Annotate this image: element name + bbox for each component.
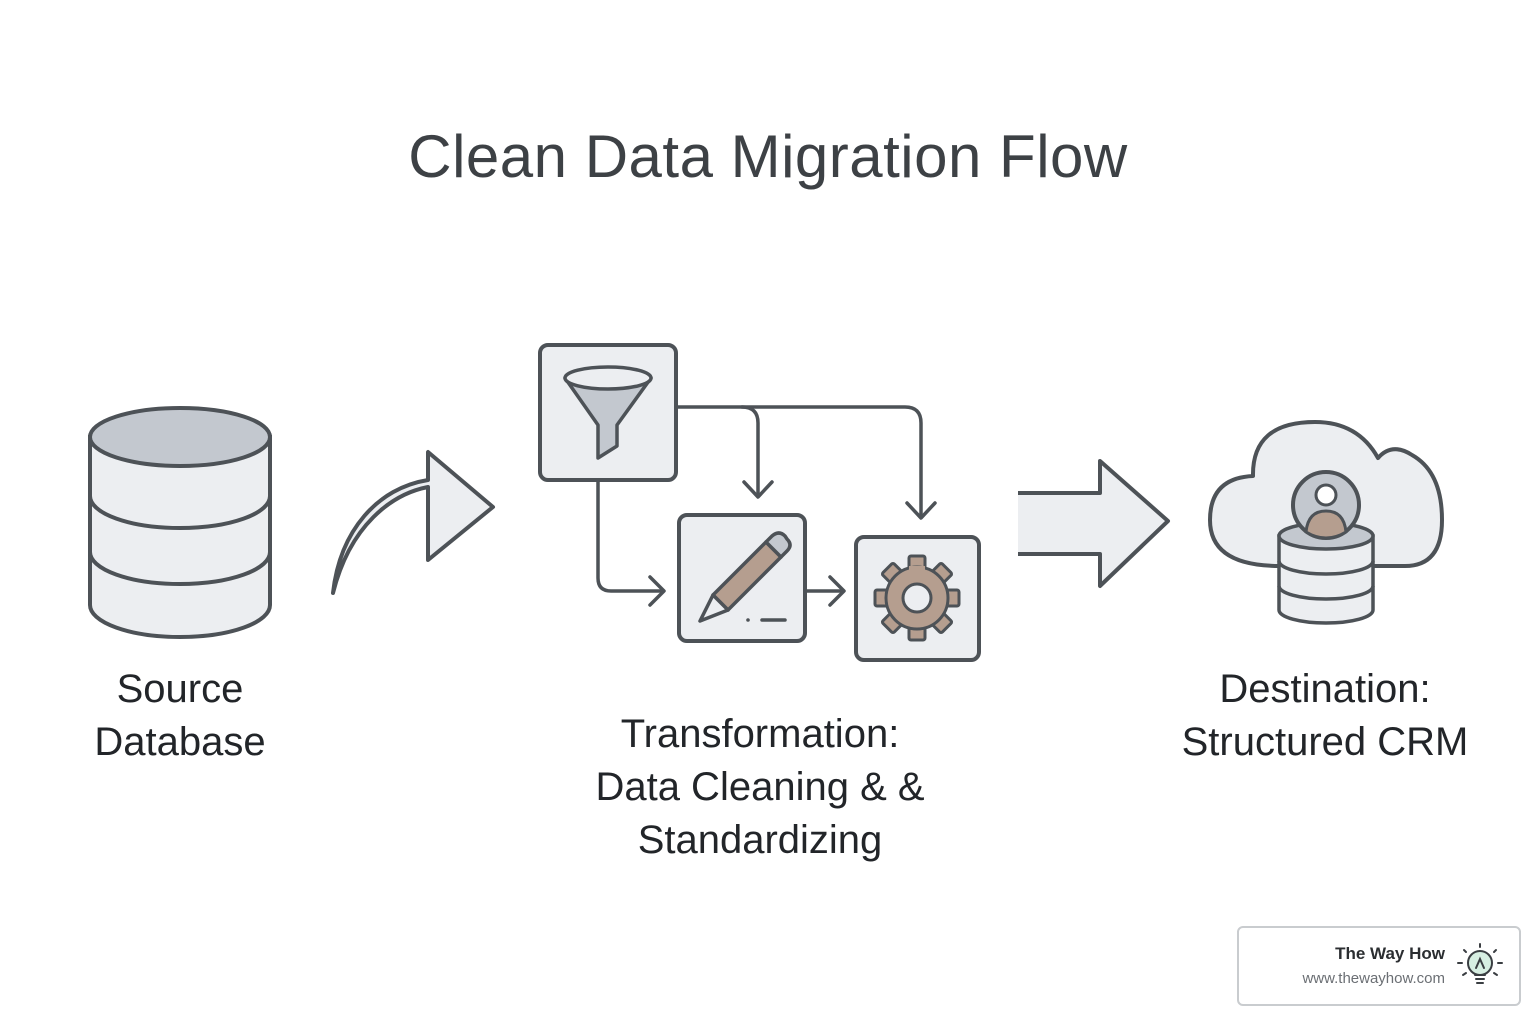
settings-box [854,535,981,662]
page-title: Clean Data Migration Flow [408,123,1128,190]
watermark-url: www.thewayhow.com [1302,970,1445,987]
edit-box [677,513,807,643]
destination-label: Destination: Structured CRM [1181,667,1469,764]
pencil-icon [698,531,792,623]
right-arrow-icon [1018,459,1170,588]
transformation-label: Transformation: Data Cleaning & & Standa… [595,712,925,862]
curved-arrow-icon [331,450,495,595]
watermark-badge: The Way How www.thewayhow.com [1237,926,1521,1006]
funnel-icon [563,365,653,460]
source-label: Source Database [94,667,266,764]
cloud-crm-icon [1208,420,1444,625]
gear-icon [873,554,961,642]
database-icon [88,406,272,639]
watermark-name: The Way How [1335,944,1445,963]
filter-box [538,343,678,482]
user-avatar-icon [1291,470,1361,540]
lightbulb-icon [1457,943,1503,984]
connector-lines [596,405,937,607]
